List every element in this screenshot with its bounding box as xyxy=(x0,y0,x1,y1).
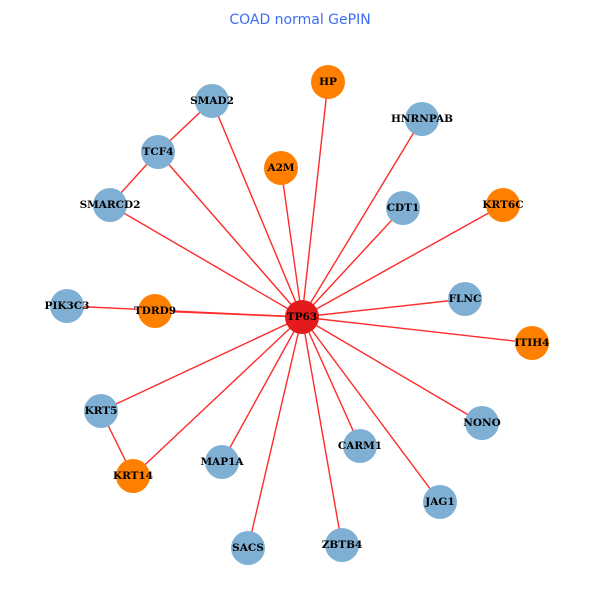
node-label: CARM1 xyxy=(338,440,382,452)
node-tcf4: TCF4 xyxy=(141,135,175,169)
node-label: KRT5 xyxy=(85,405,118,417)
node-label: KRT6C xyxy=(482,199,523,211)
node-label: TDRD9 xyxy=(134,305,176,317)
node-label: SACS xyxy=(232,542,264,554)
node-circle xyxy=(486,188,520,222)
node-label: JAG1 xyxy=(424,496,454,508)
edge-tp63-tcf4 xyxy=(157,151,303,318)
node-circle xyxy=(141,135,175,169)
edge-tp63-carm1 xyxy=(301,316,361,447)
edge-tp63-nono xyxy=(301,316,483,424)
node-jag1: JAG1 xyxy=(423,485,457,519)
node-circle xyxy=(465,406,499,440)
edge-tp63-sacs xyxy=(247,316,303,549)
node-circle xyxy=(325,528,359,562)
edge-tp63-cdt1 xyxy=(301,207,404,318)
node-label: MAP1A xyxy=(200,456,244,468)
node-label: PIK3C3 xyxy=(45,300,90,312)
node-circle xyxy=(423,485,457,519)
edge-tp63-hnrnpab xyxy=(301,118,423,318)
node-zbtb4: ZBTB4 xyxy=(322,528,363,562)
node-smad2: SMAD2 xyxy=(190,84,234,118)
node-label: ZBTB4 xyxy=(322,539,363,551)
edge-tp63-krt5 xyxy=(100,316,303,412)
node-carm1: CARM1 xyxy=(338,429,382,463)
node-label: FLNC xyxy=(449,293,482,305)
node-label: TP63 xyxy=(287,311,317,323)
node-circle xyxy=(205,445,239,479)
node-tdrd9: TDRD9 xyxy=(134,294,176,328)
node-label: HP xyxy=(319,76,337,88)
node-circle xyxy=(264,151,298,185)
node-label: KRT14 xyxy=(113,470,153,482)
node-krt6c: KRT6C xyxy=(482,188,524,222)
node-tp63: TP63 xyxy=(285,300,319,334)
node-sacs: SACS xyxy=(231,531,265,565)
node-cdt1: CDT1 xyxy=(386,191,420,225)
node-map1a: MAP1A xyxy=(200,445,244,479)
edge-tp63-krt6c xyxy=(301,204,504,318)
node-circle xyxy=(343,429,377,463)
node-pik3c3: PIK3C3 xyxy=(45,289,90,323)
node-smarcd2: SMARCD2 xyxy=(80,188,141,222)
node-circle xyxy=(195,84,229,118)
node-circle xyxy=(138,294,172,328)
node-circle xyxy=(448,282,482,316)
node-hnrnpab: HNRNPAB xyxy=(391,102,453,136)
node-krt14: KRT14 xyxy=(113,459,153,493)
node-label: HNRNPAB xyxy=(391,113,453,125)
node-flnc: FLNC xyxy=(448,282,482,316)
node-circle xyxy=(93,188,127,222)
node-label: TCF4 xyxy=(143,146,174,158)
node-krt5: KRT5 xyxy=(84,394,118,428)
node-label: ITIH4 xyxy=(515,337,550,349)
edge-tp63-hp xyxy=(301,81,329,318)
edge-tp63-map1a xyxy=(221,316,303,463)
node-circle xyxy=(50,289,84,323)
edge-tp63-jag1 xyxy=(301,316,441,503)
edge-tp63-itih4 xyxy=(301,316,533,344)
edge-tp63-krt14 xyxy=(132,316,303,477)
node-label: SMAD2 xyxy=(190,95,234,107)
edge-tp63-flnc xyxy=(301,298,466,318)
chart-title: COAD normal GePIN xyxy=(229,12,371,28)
node-circle xyxy=(84,394,118,428)
node-hp: HP xyxy=(311,65,345,99)
node-label: NONO xyxy=(463,417,501,429)
node-label: A2M xyxy=(266,162,294,174)
edge-tp63-smad2 xyxy=(211,100,303,318)
node-itih4: ITIH4 xyxy=(515,326,550,360)
node-circle xyxy=(231,531,265,565)
node-nono: NONO xyxy=(463,406,501,440)
node-label: CDT1 xyxy=(387,202,420,214)
node-circle xyxy=(311,65,345,99)
node-circle xyxy=(515,326,549,360)
edge-tp63-smarcd2 xyxy=(109,204,303,318)
edge-tp63-zbtb4 xyxy=(301,316,343,546)
node-label: SMARCD2 xyxy=(80,199,141,211)
node-circle xyxy=(386,191,420,225)
node-a2m: A2M xyxy=(264,151,298,185)
node-circle xyxy=(116,459,150,493)
node-circle xyxy=(405,102,439,136)
edge-tp63-a2m xyxy=(280,167,303,318)
edge-tp63-tdrd9 xyxy=(154,310,303,318)
node-circle xyxy=(285,300,319,334)
